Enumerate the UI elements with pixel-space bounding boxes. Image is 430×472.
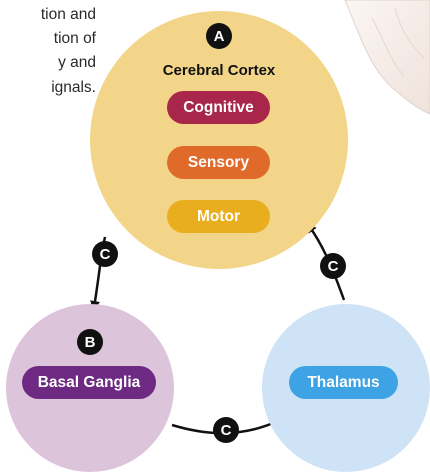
node-badge-b: B <box>77 329 103 355</box>
sensory-pill: Sensory <box>167 146 270 179</box>
caption-line: tion and <box>0 3 96 27</box>
caption-line: tion of <box>0 27 96 51</box>
motor-pill: Motor <box>167 200 270 233</box>
cognitive-pill: Cognitive <box>167 91 270 124</box>
connection-badge-c: C <box>320 253 346 279</box>
description-caption: tion and tion of y and ignals. <box>0 3 96 100</box>
cerebral-cortex-title: Cerebral Cortex <box>144 62 294 79</box>
caption-line: y and <box>0 51 96 75</box>
thalamus-pill: Thalamus <box>289 366 398 399</box>
connection-badge-c: C <box>92 241 118 267</box>
node-badge-a: A <box>206 23 232 49</box>
basal-ganglia-pill: Basal Ganglia <box>22 366 156 399</box>
connection-badge-c: C <box>213 417 239 443</box>
caption-line: ignals. <box>0 76 96 100</box>
